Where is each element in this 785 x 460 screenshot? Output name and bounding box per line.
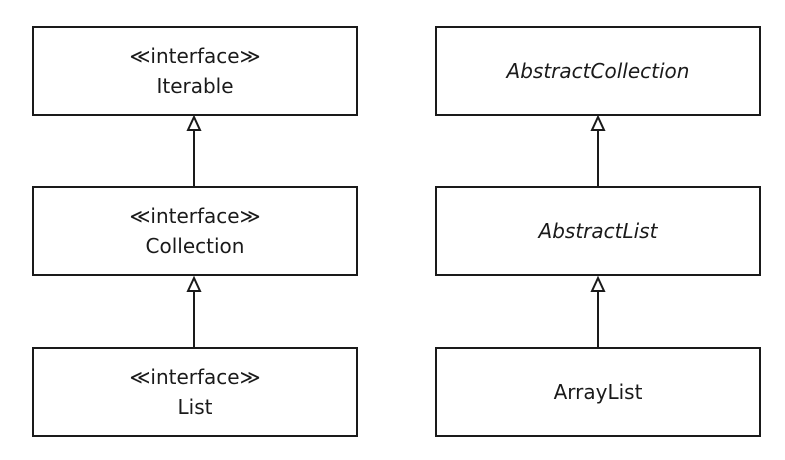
stereotype-label: ≪interface≫ (129, 365, 261, 389)
class-name: Collection (145, 234, 245, 258)
class-box-abstract-list[interactable]: AbstractList (435, 186, 761, 276)
class-name: List (177, 395, 213, 419)
stereotype-label: ≪interface≫ (129, 204, 261, 228)
class-name: AbstractList (538, 219, 658, 243)
class-box-iterable[interactable]: ≪interface≫ Iterable (32, 26, 358, 116)
class-name: Iterable (156, 74, 234, 98)
generalization-arrowhead-icon (186, 275, 202, 292)
class-box-list[interactable]: ≪interface≫ List (32, 347, 358, 437)
edge-arraylist-to-abstractlist (590, 275, 606, 347)
generalization-arrowhead-icon (590, 275, 606, 292)
class-name: ArrayList (553, 380, 643, 404)
class-box-collection[interactable]: ≪interface≫ Collection (32, 186, 358, 276)
class-name: AbstractCollection (506, 59, 690, 83)
class-box-abstract-collection[interactable]: AbstractCollection (435, 26, 761, 116)
edge-collection-to-iterable (186, 114, 202, 186)
class-box-array-list[interactable]: ArrayList (435, 347, 761, 437)
generalization-arrowhead-icon (186, 114, 202, 131)
edge-abstractlist-to-abstractcollection (590, 114, 606, 186)
generalization-arrowhead-icon (590, 114, 606, 131)
stereotype-label: ≪interface≫ (129, 44, 261, 68)
edge-list-to-collection (186, 275, 202, 347)
